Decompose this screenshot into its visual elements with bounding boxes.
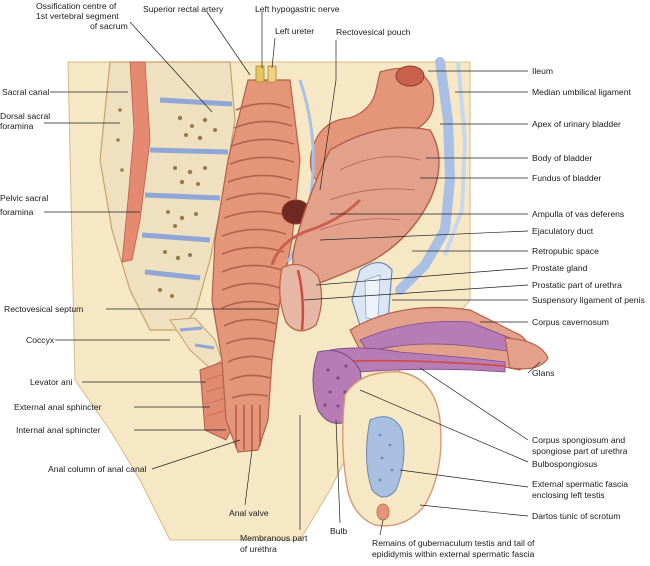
label-ileum: Ileum <box>532 66 553 76</box>
label-membranous-1: Membranous part <box>240 533 308 543</box>
label-external-anal-sphincter: External anal sphincter <box>14 402 102 412</box>
label-corpus-cavernosum: Corpus cavernosum <box>532 317 609 327</box>
label-internal-anal-sphincter: Internal anal sphincter <box>16 425 101 435</box>
bladder-wall-lines <box>319 156 421 231</box>
label-apex-urinary-bladder: Apex of urinary bladder <box>532 119 621 129</box>
label-dorsal-sacral-1: Dorsal sacral <box>0 111 50 121</box>
label-dorsal-sacral-2: foramina <box>0 121 34 131</box>
label-median-umbilical-ligament: Median umbilical ligament <box>532 87 631 97</box>
label-bulb: Bulb <box>330 526 347 536</box>
testis <box>365 416 405 498</box>
prostate-gland <box>279 263 323 332</box>
vas-deferens <box>270 198 362 266</box>
label-ossification-3: of sacrum <box>90 21 128 31</box>
label-left-ureter: Left ureter <box>275 26 314 36</box>
label-prostatic-urethra: Prostatic part of urethra <box>532 280 622 290</box>
label-external-spermatic-1: External spermatic fascia <box>532 479 628 489</box>
label-external-spermatic-2: enclosing left testis <box>532 490 605 500</box>
label-remains-2: epididymis within external spermatic fas… <box>372 549 535 559</box>
prostatic-urethra <box>296 269 305 331</box>
gubernaculum-remains <box>376 503 390 521</box>
label-fundus-of-bladder: Fundus of bladder <box>532 173 601 183</box>
label-sacral-canal: Sacral canal <box>2 87 49 97</box>
median-umbilical-ligament-band <box>395 57 456 295</box>
label-remains-1: Remains of gubernaculum testis and tail … <box>372 538 535 548</box>
leader-lines <box>44 11 541 536</box>
label-prostate-gland: Prostate gland <box>532 263 588 273</box>
label-anal-valve: Anal valve <box>229 508 269 518</box>
label-glans: Glans <box>532 368 554 378</box>
sacral-discs <box>141 97 233 281</box>
label-corpus-spongiosum-1: Corpus spongiosum and <box>532 435 625 445</box>
label-ossification-1: Ossification centre of <box>36 1 117 11</box>
label-ossification-2: 1st vertebral segment <box>36 11 119 21</box>
label-retropubic-space: Retropubic space <box>532 246 599 256</box>
urinary-bladder <box>292 126 440 291</box>
label-anal-column: Anal column of anal canal <box>48 464 147 474</box>
bone-trabeculae <box>116 108 217 298</box>
label-pelvic-sacral-1: Pelvic sacral <box>0 193 48 203</box>
label-coccyx: Coccyx <box>26 335 55 345</box>
label-dartos-tunic: Dartos tunic of scrotum <box>532 511 620 521</box>
anal-columns <box>235 405 261 450</box>
label-superior-rectal-artery: Superior rectal artery <box>143 4 224 14</box>
label-pelvic-sacral-2: foramina <box>0 207 34 217</box>
label-bulbospongiosus: Bulbospongiosus <box>532 459 597 469</box>
anatomy-illustration <box>67 57 549 541</box>
label-ejaculatory-duct: Ejaculatory duct <box>532 226 594 236</box>
label-body-of-bladder: Body of bladder <box>532 153 592 163</box>
label-membranous-2: of urethra <box>240 544 277 554</box>
label-rectovesical-septum: Rectovesical septum <box>4 304 83 314</box>
label-ampulla-vas-deferens: Ampulla of vas deferens <box>532 209 624 219</box>
label-corpus-spongiosum-2: spongiose part of urethra <box>532 446 628 456</box>
glans <box>504 337 549 370</box>
left-ureter <box>267 65 277 83</box>
label-rectovesical-pouch: Rectovesical pouch <box>336 27 411 37</box>
labels: Ossification centre of 1st vertebral seg… <box>0 1 645 559</box>
label-suspensory-ligament: Suspensory ligament of penis <box>532 295 645 305</box>
corpus-spongiosum <box>329 347 506 381</box>
superior-rectal-artery <box>255 65 265 83</box>
label-levator-ani: Levator ani <box>30 377 73 387</box>
label-left-hypogastric-nerve: Left hypogastric nerve <box>255 4 340 14</box>
